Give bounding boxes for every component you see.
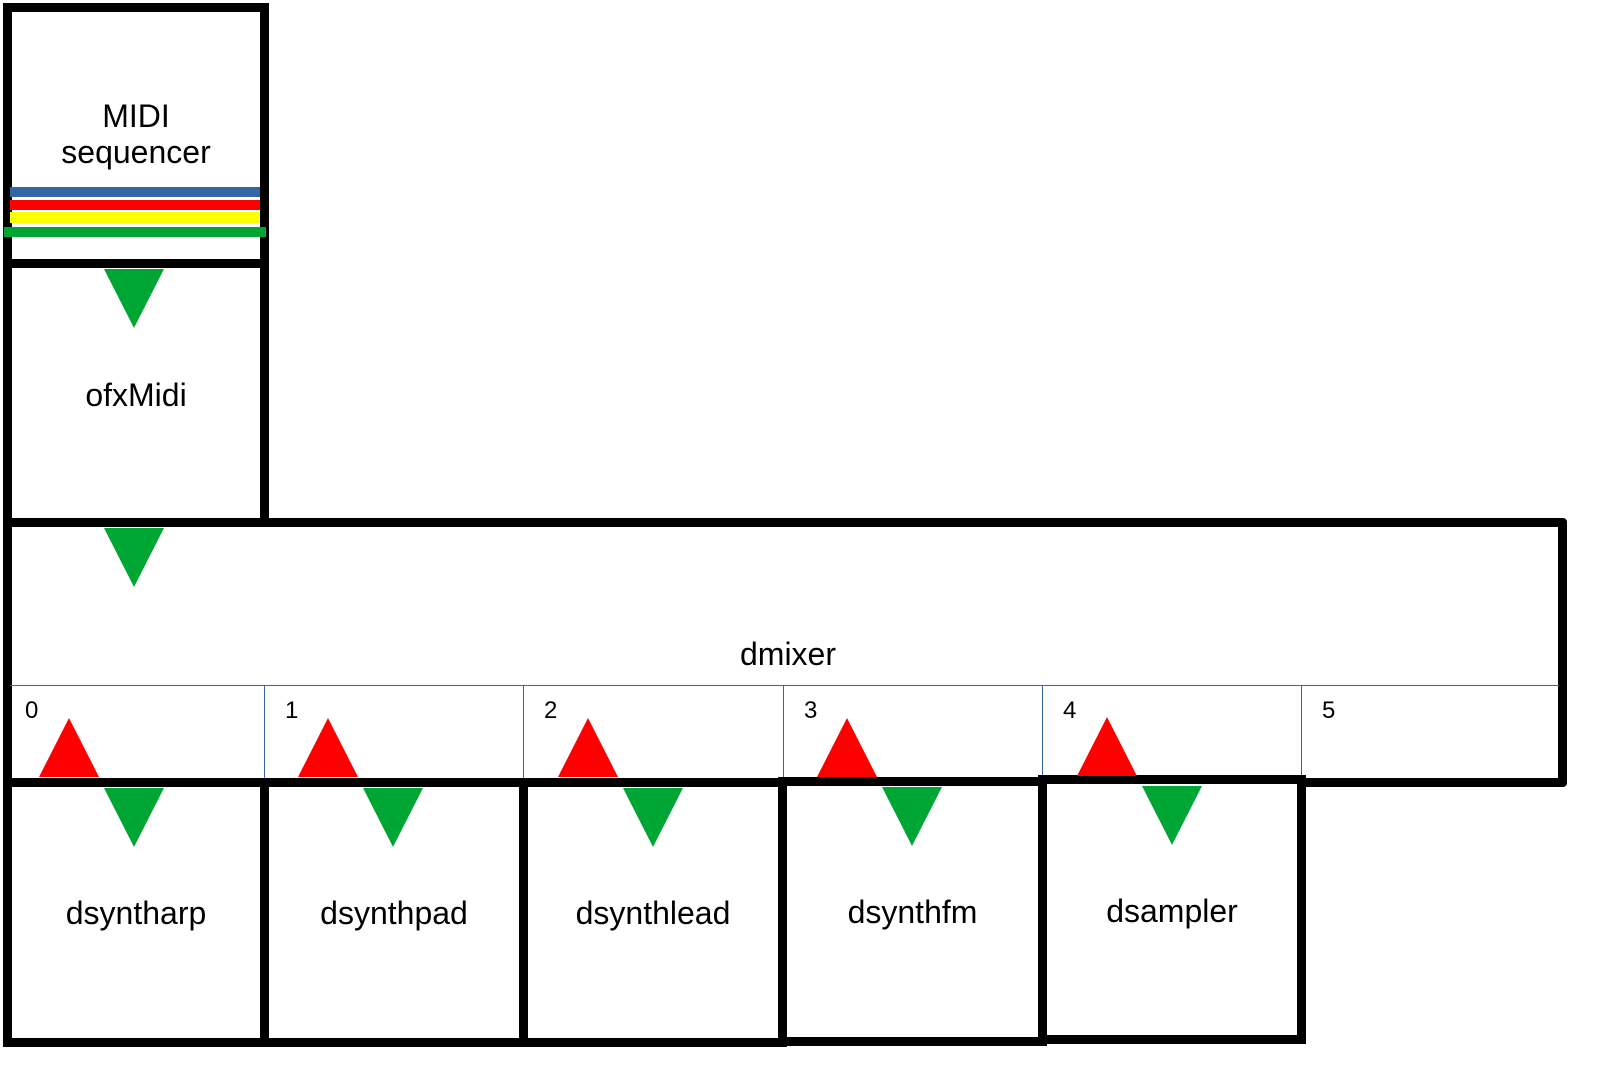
channel-divider-2 — [523, 685, 524, 778]
dsampler-label: dsampler — [1106, 893, 1238, 929]
midi-sequencer-label: MIDI sequencer — [3, 98, 269, 170]
dsynthlead-send-arrow — [623, 788, 683, 847]
midi-track-stripe-green — [4, 227, 266, 237]
channel-number-4: 4 — [1063, 697, 1077, 724]
midi-track-stripe-yellow — [10, 212, 260, 223]
channel-number-2: 2 — [544, 697, 558, 724]
dsynthpad-block — [260, 778, 528, 1047]
dsynthfm-label: dsynthfm — [847, 894, 978, 930]
midi-track-stripe-blue — [10, 187, 260, 197]
dsyntharp-return-arrow — [39, 718, 99, 777]
channel-number-5: 5 — [1322, 697, 1336, 724]
channel-divider-3 — [783, 685, 784, 778]
midi-track-stripe-red — [10, 200, 260, 210]
channel-number-3: 3 — [804, 697, 818, 724]
channel-divider-1 — [264, 685, 265, 778]
midi-sequencer-block — [3, 3, 269, 268]
dsynthlead-return-arrow — [558, 718, 618, 777]
channel-divider-4 — [1042, 685, 1043, 778]
midi-sequencer-label-line1: MIDI — [102, 98, 170, 134]
dsyntharp-label: dsyntharp — [65, 895, 207, 931]
channel-row-divider — [10, 685, 1559, 686]
dsynthfm-return-arrow — [817, 718, 877, 777]
dsyntharp-send-arrow — [104, 788, 164, 847]
dmixer-label: dmixer — [739, 636, 836, 672]
dsynthfm-send-arrow — [882, 787, 942, 846]
dsynthpad-send-arrow — [363, 788, 423, 847]
sequencer-to-ofxmidi-arrow — [104, 269, 164, 328]
channel-divider-5 — [1301, 685, 1302, 778]
channel-number-0: 0 — [25, 697, 39, 724]
ofxmidi-to-dmixer-arrow — [104, 528, 164, 587]
dsynthpad-label: dsynthpad — [320, 895, 468, 931]
ofxmidi-label: ofxMidi — [85, 377, 187, 413]
dsynthpad-return-arrow — [298, 718, 358, 777]
dsynthlead-label: dsynthlead — [575, 895, 731, 931]
channel-number-1: 1 — [285, 697, 299, 724]
dsampler-return-arrow — [1077, 717, 1137, 776]
midi-sequencer-label-line2: sequencer — [61, 134, 211, 170]
dsampler-send-arrow — [1142, 786, 1202, 845]
